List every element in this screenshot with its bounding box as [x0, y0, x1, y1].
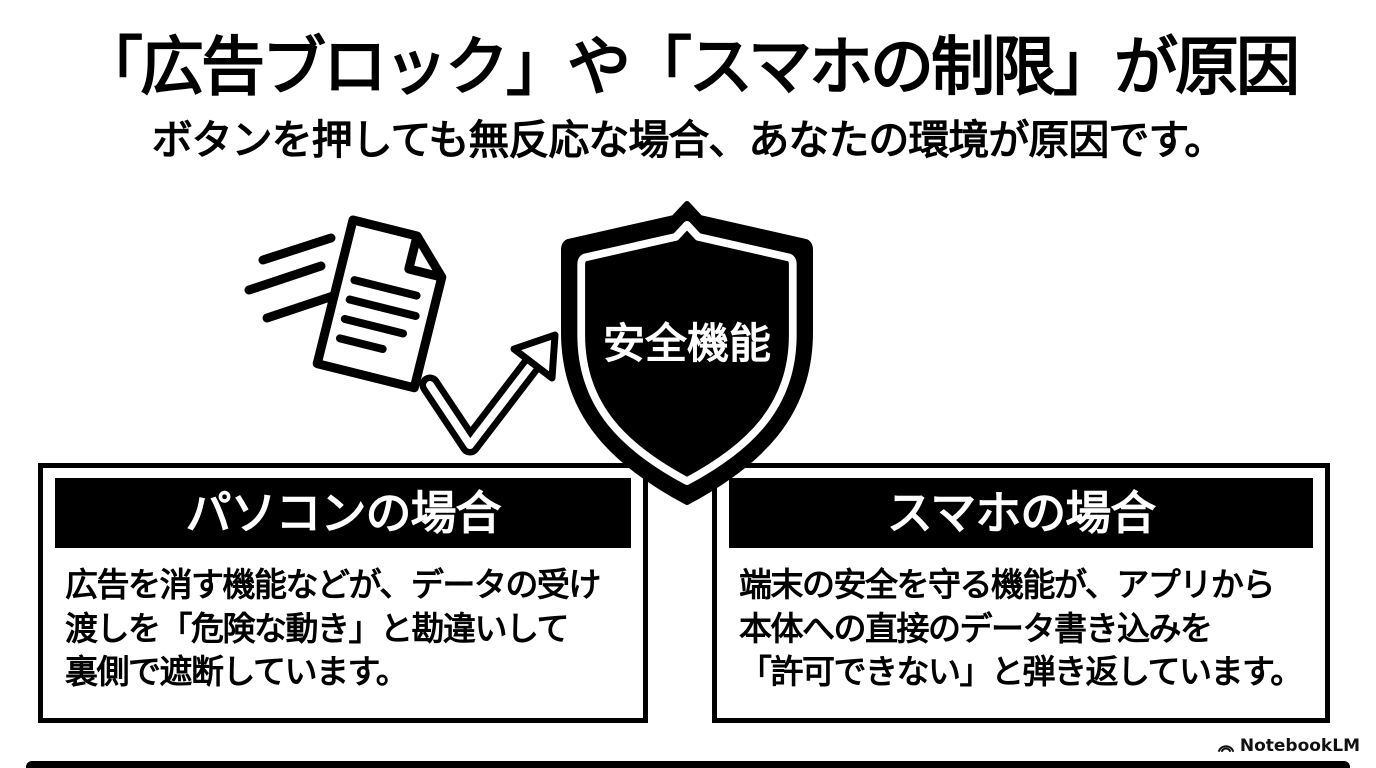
smartphone-case-line: 本体への直接のデータ書き込みを [739, 608, 1213, 648]
speed-lines-icon [244, 233, 338, 323]
smartphone-case-card-body: 端末の安全を守る機能が、アプリから 本体への直接のデータ書き込みを 「許可できな… [717, 548, 1325, 694]
smartphone-case-card: スマホの場合 端末の安全を守る機能が、アプリから 本体への直接のデータ書き込みを… [712, 463, 1330, 723]
document-icon [312, 215, 447, 393]
smartphone-case-line: 「許可できない」と弾き返しています。 [739, 652, 1303, 692]
pc-case-line: 広告を消す機能などが、データの受け [65, 565, 601, 604]
pc-case-line: 渡しを「危険な動き」と勘違いして [65, 608, 570, 648]
shield-icon: 安全機能 [561, 201, 813, 505]
shield-label: 安全機能 [603, 319, 771, 368]
pc-case-card: パソコンの場合 広告を消す機能などが、データの受け 渡しを「危険な動き」と勘違い… [38, 463, 648, 723]
pc-case-card-title: パソコンの場合 [55, 478, 631, 548]
smartphone-case-line: 端末の安全を守る機能が、アプリから [739, 565, 1275, 604]
pc-case-line: 裏側で遮断しています。 [65, 652, 409, 692]
smartphone-case-card-title: スマホの場合 [729, 478, 1313, 548]
notebooklm-watermark: NotebookLM [1217, 736, 1360, 756]
page-subtitle: ボタンを押しても無反応な場合、あなたの環境が原因です。 [151, 116, 1226, 164]
bottom-edge-bar [26, 761, 1350, 768]
page-title: 「広告ブロック」や「スマホの制限」が原因 [78, 31, 1300, 105]
notebooklm-logo-icon [1217, 745, 1234, 752]
bounce-arrow-icon [419, 331, 559, 456]
watermark-label: NotebookLM [1239, 736, 1360, 756]
document-bounce-illustration [244, 215, 559, 456]
pc-case-card-body: 広告を消す機能などが、データの受け 渡しを「危険な動き」と勘違いして 裏側で遮断… [43, 548, 643, 694]
